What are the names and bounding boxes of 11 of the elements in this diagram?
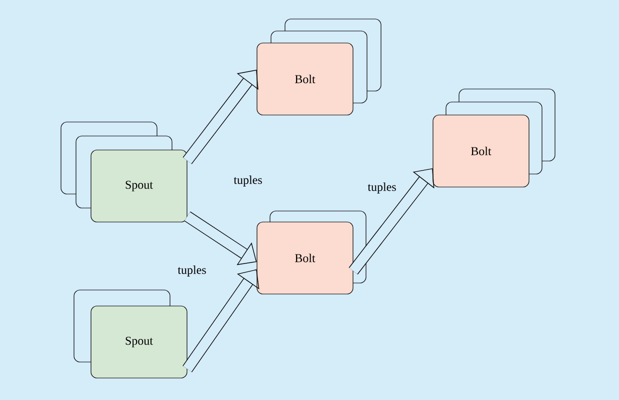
edge-label: tuples: [178, 266, 206, 276]
edge-label: tuples: [234, 176, 262, 186]
stacked-component-box: Bolt: [256, 210, 366, 294]
edge-label: tuples: [368, 182, 396, 194]
block-arrow: [182, 269, 260, 372]
stacked-component-box: Spout: [60, 122, 188, 222]
block-arrow: [348, 168, 434, 274]
stacked-component-box: Bolt: [432, 88, 556, 188]
stacked-component-box: Spout: [74, 290, 188, 378]
block-arrow: [182, 70, 258, 164]
stacked-component-box: Bolt: [256, 18, 382, 116]
